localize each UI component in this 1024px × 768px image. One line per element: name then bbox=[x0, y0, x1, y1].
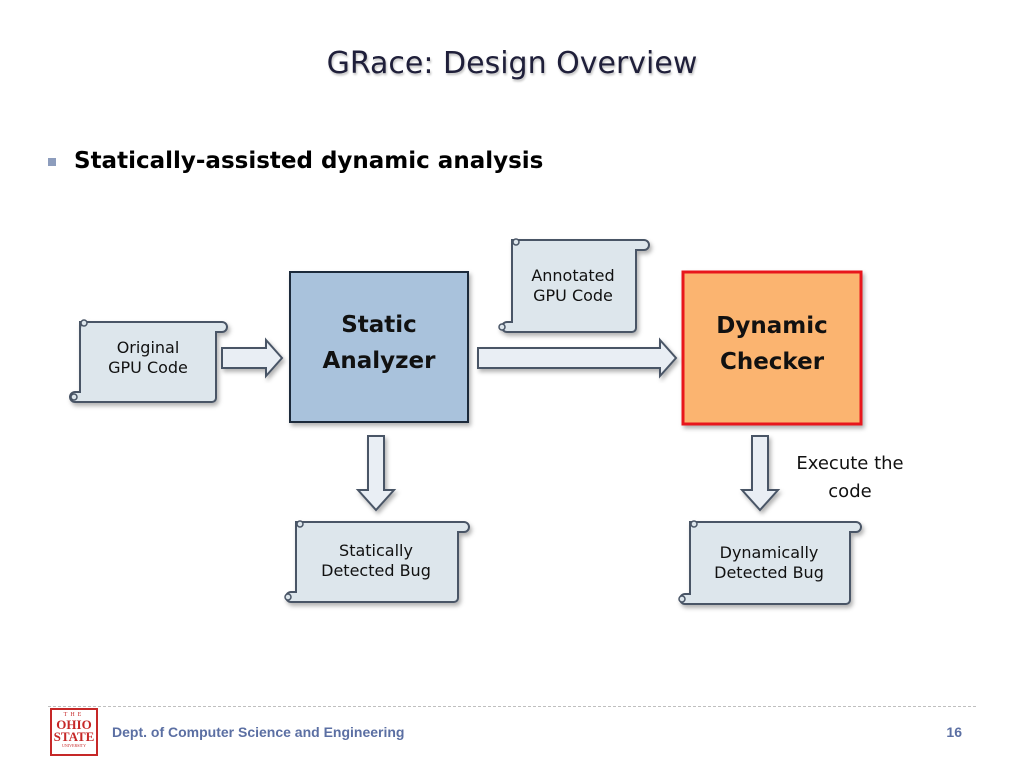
original-gpu-code-scroll bbox=[69, 319, 228, 403]
arrow-down-icon bbox=[739, 435, 781, 512]
statically-detected-bug-label: Statically Detected Bug bbox=[296, 541, 456, 581]
label-line: Original bbox=[116, 338, 180, 357]
statically-detected-bug-scroll bbox=[284, 520, 470, 603]
label-line: Checker bbox=[719, 348, 825, 375]
logo-line: THE bbox=[63, 712, 85, 718]
footer-divider bbox=[48, 706, 976, 707]
original-gpu-code-label: Original GPU Code bbox=[82, 338, 214, 378]
label-line: Detected Bug bbox=[714, 563, 824, 582]
arrow-right-icon bbox=[221, 337, 284, 379]
label-line: Static bbox=[341, 312, 417, 338]
label-line: Detected Bug bbox=[321, 561, 431, 580]
bullet-text: Statically-assisted dynamic analysis bbox=[74, 148, 544, 174]
arrow-right-icon bbox=[477, 337, 678, 379]
dynamically-detected-bug-label: Dynamically Detected Bug bbox=[690, 543, 848, 583]
annotated-gpu-code-scroll bbox=[498, 238, 650, 333]
logo-line: OHIO bbox=[56, 717, 92, 732]
execute-code-note: Execute the code bbox=[780, 450, 920, 506]
slide-title: GRace: Design Overview bbox=[326, 46, 698, 81]
label-line: Dynamic bbox=[716, 313, 828, 339]
bullet-square-icon bbox=[48, 158, 56, 166]
label-line: GPU Code bbox=[533, 286, 613, 305]
static-analyzer-box bbox=[289, 271, 469, 423]
label-line: code bbox=[828, 480, 872, 502]
dynamic-checker-box bbox=[681, 270, 863, 426]
static-analyzer-label: Static Analyzer bbox=[290, 308, 468, 379]
label-line: Statically bbox=[339, 541, 413, 560]
dynamic-checker-label: Dynamic Checker bbox=[683, 309, 861, 380]
ohio-state-logo: THE OHIO STATE UNIVERSITY bbox=[50, 708, 98, 756]
annotated-gpu-code-label: Annotated GPU Code bbox=[512, 266, 634, 306]
page-number: 16 bbox=[946, 724, 962, 740]
logo-line: STATE bbox=[53, 729, 95, 744]
label-line: Dynamically bbox=[719, 543, 819, 562]
label-line: GPU Code bbox=[108, 358, 188, 377]
label-line: Annotated bbox=[531, 266, 615, 285]
label-line: Analyzer bbox=[322, 347, 436, 374]
logo-line: UNIVERSITY bbox=[62, 743, 86, 748]
footer-department: Dept. of Computer Science and Engineerin… bbox=[112, 724, 405, 740]
arrow-down-icon bbox=[355, 435, 397, 512]
label-line: Execute the bbox=[796, 453, 904, 474]
dynamically-detected-bug-scroll bbox=[678, 520, 862, 605]
